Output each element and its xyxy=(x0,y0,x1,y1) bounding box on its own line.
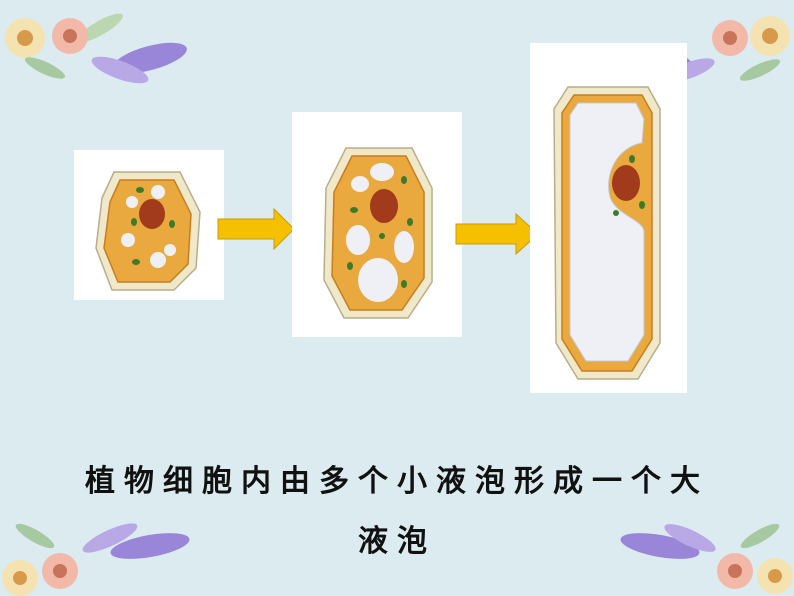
cell-stage-2-panel xyxy=(292,112,462,337)
arrow-right-icon xyxy=(454,212,540,256)
caption-line-1: 植物细胞内由多个小液泡形成一个大 xyxy=(0,456,794,500)
cell-stage-1-panel xyxy=(74,150,224,300)
cell-stage-1-image xyxy=(74,150,224,300)
cell-stage-3-image xyxy=(530,43,687,393)
caption-line-2: 液泡 xyxy=(0,516,794,560)
cell-stage-2-image xyxy=(292,112,462,337)
cell-stage-3-panel xyxy=(530,43,687,393)
arrow-right-icon xyxy=(216,207,296,251)
flower-decoration-icon xyxy=(0,8,190,88)
